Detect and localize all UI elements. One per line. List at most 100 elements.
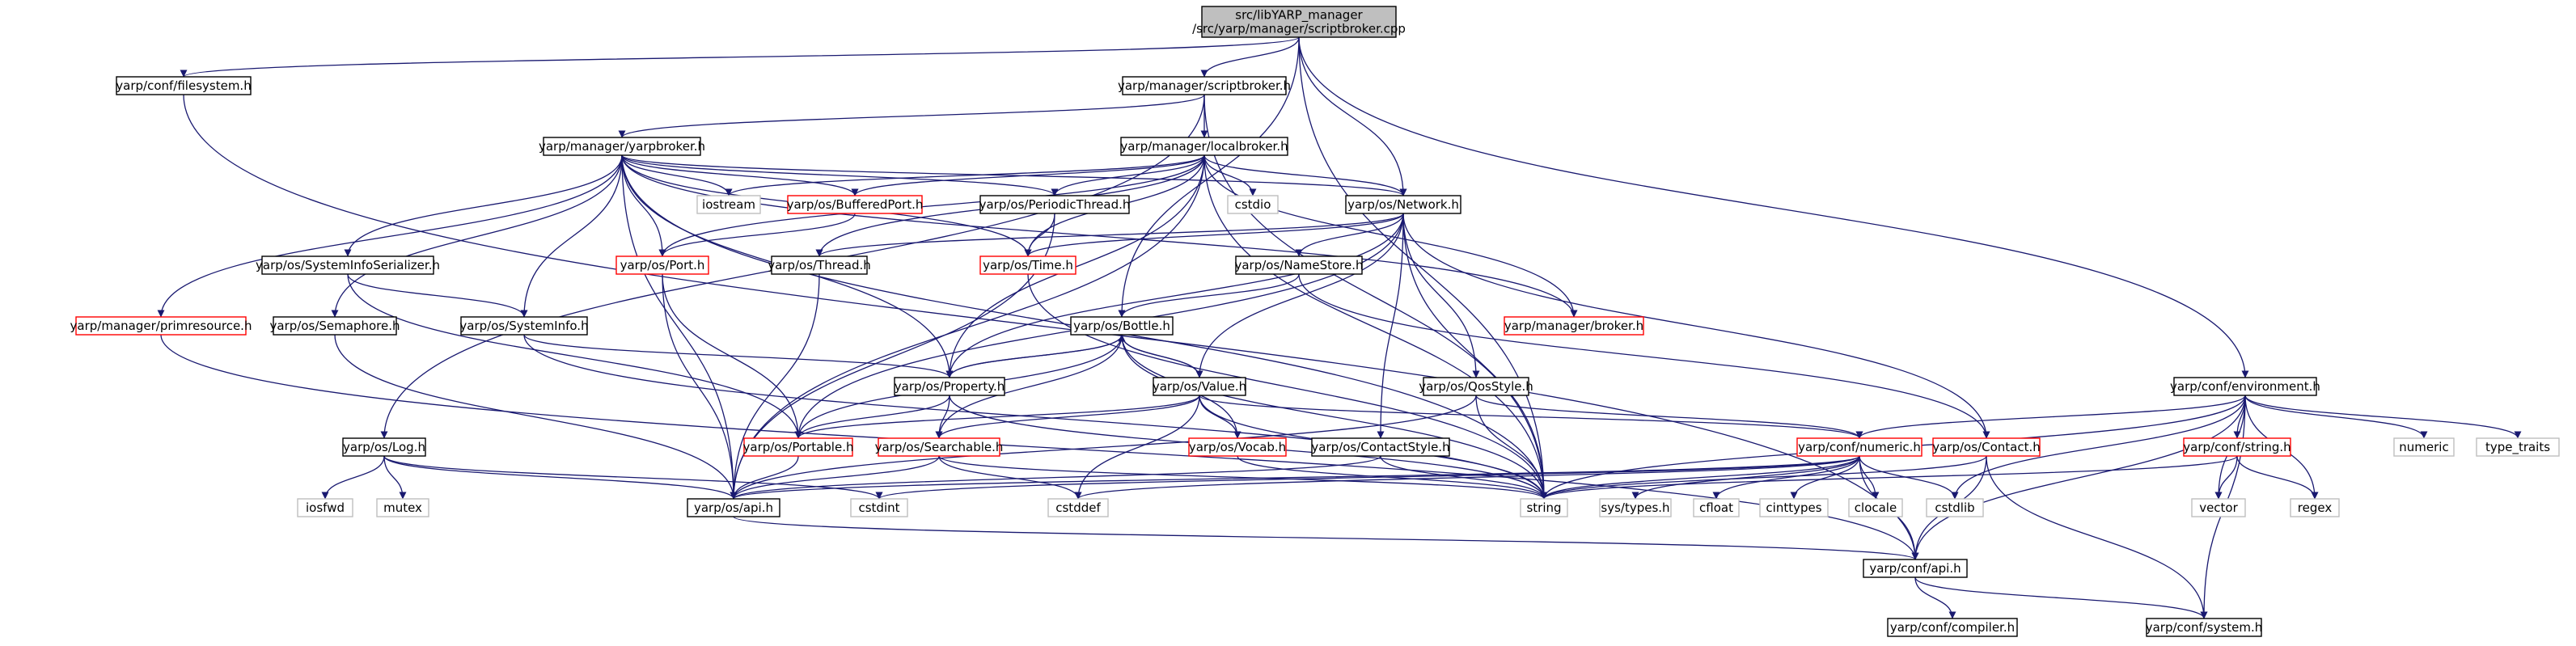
edge-os-contact-to-string <box>1540 455 1987 500</box>
edge-root-to-mgr-scriptbroker <box>1200 36 1300 78</box>
node-os-searchable[interactable]: yarp/os/Searchable.h <box>875 437 1004 457</box>
node-cstdio[interactable]: cstdio <box>1227 195 1279 214</box>
node-label: yarp/os/Thread.h <box>768 258 871 272</box>
node-conf-string[interactable]: yarp/conf/string.h <box>2183 437 2291 457</box>
node-root[interactable]: src/libYARP_manager/src/yarp/manager/scr… <box>1192 6 1406 38</box>
edge-mgr-yarpbroker-to-os-api <box>621 154 738 500</box>
node-box <box>75 316 247 336</box>
node-os-port[interactable]: yarp/os/Port.h <box>615 255 709 275</box>
node-mgr-broker[interactable]: yarp/manager/broker.h <box>1504 316 1644 336</box>
edge-conf-numeric-to-sys-types <box>1631 455 1860 500</box>
node-os-bottle[interactable]: yarp/os/Bottle.h <box>1070 316 1174 336</box>
node-os-semaphore[interactable]: yarp/os/Semaphore.h <box>270 316 400 336</box>
node-os-bufferedport[interactable]: yarp/os/BufferedPort.h <box>787 195 924 214</box>
edge-mgr-localbroker-to-os-periodicthread <box>1051 154 1205 196</box>
edge-conf-filesystem-to-conf-api <box>183 94 1919 560</box>
node-os-vocab[interactable]: yarp/os/Vocab.h <box>1188 437 1287 457</box>
edge-mgr-yarpbroker-to-mgr-broker <box>621 154 1578 318</box>
node-os-property[interactable]: yarp/os/Property.h <box>894 377 1005 396</box>
node-os-log[interactable]: yarp/os/Log.h <box>342 437 426 457</box>
node-os-periodicthread[interactable]: yarp/os/PeriodicThread.h <box>979 195 1131 214</box>
edge-os-namestore-to-os-bottle <box>1118 273 1300 318</box>
node-box <box>2191 498 2246 517</box>
node-conf-environment[interactable]: yarp/conf/environment.h <box>2170 377 2320 396</box>
node-conf-filesystem[interactable]: yarp/conf/filesystem.h <box>116 76 252 95</box>
edge-mgr-yarpbroker-to-os-semaphore <box>331 154 623 318</box>
edge-conf-environment-to-numeric <box>2244 395 2428 439</box>
node-box <box>771 255 868 275</box>
node-cfloat[interactable]: cfloat <box>1693 498 1740 517</box>
edge-os-network-to-os-namestore <box>1295 213 1404 257</box>
edge-os-property-to-os-bottle <box>949 334 1126 378</box>
edge-os-bottle-to-string <box>1121 334 1548 500</box>
node-box <box>2173 377 2317 396</box>
node-cstdlib[interactable]: cstdlib <box>1926 498 1984 517</box>
node-os-sysinfoserializer[interactable]: yarp/os/SystemInfoSerializer.h <box>256 255 440 275</box>
node-label: yarp/os/Semaphore.h <box>270 319 400 333</box>
node-os-api[interactable]: yarp/os/api.h <box>687 498 780 517</box>
node-os-thread[interactable]: yarp/os/Thread.h <box>768 255 871 275</box>
node-vector[interactable]: vector <box>2191 498 2246 517</box>
node-label: yarp/os/Time.h <box>983 258 1073 272</box>
node-label: cfloat <box>1699 500 1733 515</box>
node-label: yarp/os/Portable.h <box>743 440 854 454</box>
edge-os-searchable-to-string <box>938 455 1548 500</box>
node-box <box>696 195 761 214</box>
node-iosfwd[interactable]: iosfwd <box>297 498 353 517</box>
node-conf-compiler[interactable]: yarp/conf/compiler.h <box>1887 618 2018 637</box>
node-os-qosstyle[interactable]: yarp/os/QosStyle.h <box>1419 377 1533 396</box>
node-label: yarp/os/ContactStyle.h <box>1311 440 1449 454</box>
node-conf-api[interactable]: yarp/conf/api.h <box>1863 559 1968 578</box>
node-label: numeric <box>2399 440 2448 454</box>
edge-mgr-localbroker-to-cstdio <box>1203 154 1257 196</box>
node-cinttypes[interactable]: cinttypes <box>1759 498 1829 517</box>
edge-os-namestore-to-os-contact <box>1298 273 1990 439</box>
node-mutex[interactable]: mutex <box>376 498 429 517</box>
node-box <box>1796 437 1922 457</box>
edge-mgr-localbroker-to-os-bufferedport <box>851 154 1205 196</box>
node-mgr-scriptbroker[interactable]: yarp/manager/scriptbroker.h <box>1118 76 1291 95</box>
node-box <box>1504 316 1644 336</box>
node-cstdint[interactable]: cstdint <box>850 498 908 517</box>
node-cstddef[interactable]: cstddef <box>1047 498 1109 517</box>
edge-os-value-to-os-bottle <box>1118 334 1200 378</box>
edge-conf-numeric-to-os-api <box>730 455 1860 500</box>
node-mgr-localbroker[interactable]: yarp/manager/localbroker.h <box>1120 137 1288 156</box>
node-regex[interactable]: regex <box>2290 498 2340 517</box>
node-os-network[interactable]: yarp/os/Network.h <box>1345 195 1461 214</box>
edge-os-value-to-conf-numeric <box>1199 395 1863 439</box>
node-label: cstddef <box>1055 500 1101 515</box>
node-conf-numeric[interactable]: yarp/conf/numeric.h <box>1796 437 1922 457</box>
node-os-contactstyle[interactable]: yarp/os/ContactStyle.h <box>1311 437 1450 457</box>
node-label: cstdio <box>1235 197 1271 212</box>
node-type-traits[interactable]: type_traits <box>2476 437 2560 457</box>
node-conf-system[interactable]: yarp/conf/system.h <box>2146 618 2263 637</box>
node-os-time[interactable]: yarp/os/Time.h <box>979 255 1077 275</box>
node-box <box>1188 437 1287 457</box>
node-sys-types[interactable]: sys/types.h <box>1599 498 1672 517</box>
edge-mgr-yarpbroker-to-os-periodicthread <box>621 154 1059 196</box>
edge-conf-string-to-regex <box>2236 455 2319 500</box>
node-label: regex <box>2298 500 2333 515</box>
edge-conf-api-to-conf-system <box>1914 576 2208 619</box>
node-os-systeminfo[interactable]: yarp/os/SystemInfo.h <box>459 316 589 336</box>
edge-mgr-localbroker-to-mgr-broker <box>1203 154 1578 318</box>
node-clocale[interactable]: clocale <box>1848 498 1903 517</box>
node-string[interactable]: string <box>1520 498 1568 517</box>
edge-os-searchable-to-cstddef <box>938 455 1082 500</box>
node-box <box>1759 498 1829 517</box>
node-os-namestore[interactable]: yarp/os/NameStore.h <box>1234 255 1364 275</box>
node-mgr-primresource[interactable]: yarp/manager/primresource.h <box>70 316 252 336</box>
node-box <box>116 76 252 95</box>
node-numeric[interactable]: numeric <box>2393 437 2455 457</box>
node-label: yarp/os/BufferedPort.h <box>787 197 924 212</box>
node-os-value[interactable]: yarp/os/Value.h <box>1153 377 1246 396</box>
node-os-portable[interactable]: yarp/os/Portable.h <box>743 437 854 457</box>
node-iostream[interactable]: iostream <box>696 195 761 214</box>
node-label: yarp/conf/api.h <box>1869 561 1961 576</box>
node-label: iosfwd <box>306 500 345 515</box>
node-os-contact[interactable]: yarp/os/Contact.h <box>1932 437 2041 457</box>
node-mgr-yarpbroker[interactable]: yarp/manager/yarpbroker.h <box>539 137 705 156</box>
edge-root-to-string <box>1298 36 1548 500</box>
edge-os-network-to-os-time <box>1024 213 1404 257</box>
